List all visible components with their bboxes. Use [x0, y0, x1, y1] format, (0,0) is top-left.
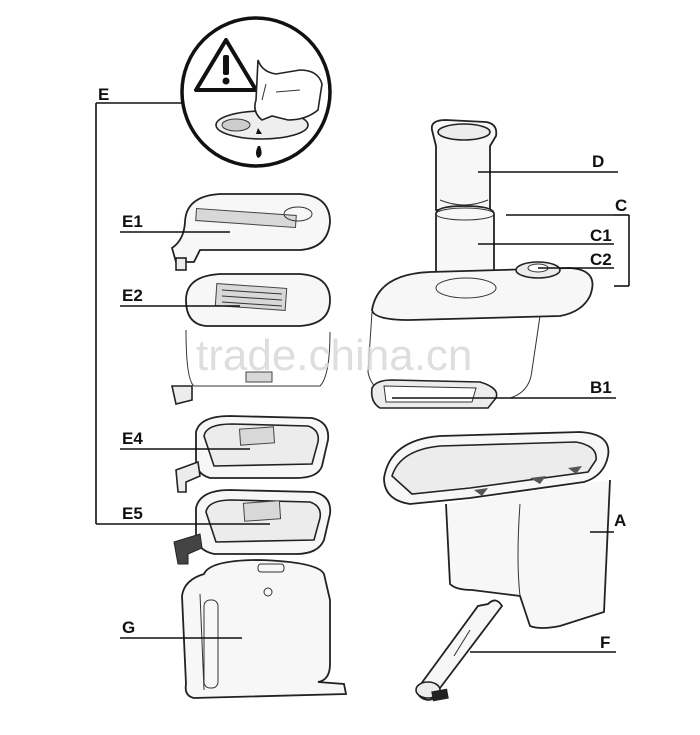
label-g: G [122, 618, 135, 637]
label-e5: E5 [122, 504, 143, 523]
label-e2: E2 [122, 286, 143, 305]
leader-lines [120, 171, 630, 653]
watermark-text: trade.china.cn [196, 331, 472, 380]
group-e-bracket [95, 102, 182, 525]
label-b1: B1 [590, 378, 612, 397]
label-f: F [600, 633, 610, 652]
part-e2-grater-insert [171, 273, 331, 405]
part-e1-slicing-insert [170, 193, 331, 271]
label-e1: E1 [122, 212, 143, 231]
part-f-cleaning-tool [415, 599, 504, 702]
part-a-motor-base [383, 431, 611, 629]
part-e4-julienne-insert [175, 415, 330, 493]
label-e4: E4 [122, 429, 143, 448]
label-c2: C2 [590, 250, 612, 269]
label-d: D [592, 152, 604, 171]
part-b1-blade-holder [370, 379, 498, 409]
label-c1: C1 [590, 226, 612, 245]
label-a: A [614, 511, 626, 530]
warning-callout [180, 16, 332, 168]
label-c: C [615, 196, 627, 215]
part-c-feed-chute-lid [367, 205, 594, 399]
label-e: E [98, 85, 109, 104]
warning-triangle-icon [194, 38, 258, 92]
part-d-food-pusher [430, 119, 498, 211]
part-e5-shredding-insert [173, 489, 332, 565]
hand-on-blade-icon [215, 59, 323, 158]
part-g-collection-container [181, 559, 348, 699]
